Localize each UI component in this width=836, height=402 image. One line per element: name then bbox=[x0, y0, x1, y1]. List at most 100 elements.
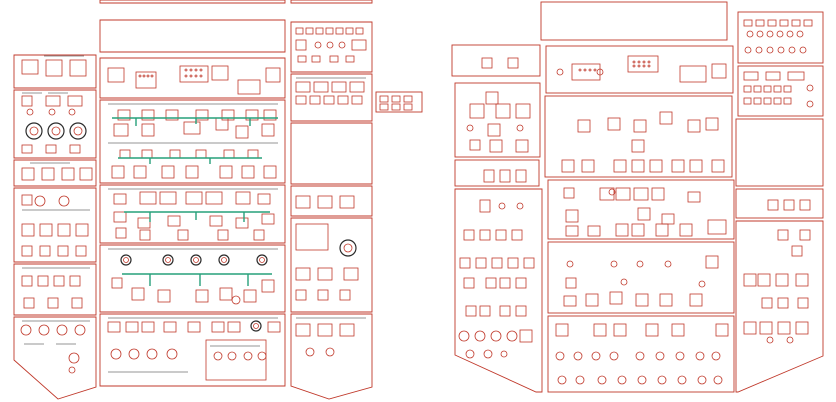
rotary-selector bbox=[490, 330, 502, 342]
rotary-selector bbox=[637, 375, 647, 385]
switch-button bbox=[159, 191, 177, 205]
knob-center bbox=[123, 257, 129, 263]
switch-button bbox=[635, 293, 649, 307]
rotary-selector bbox=[128, 348, 140, 360]
right-panel-5 bbox=[290, 217, 373, 313]
switch-button bbox=[139, 229, 151, 241]
switch-button bbox=[803, 19, 813, 27]
rotary-selector bbox=[556, 68, 564, 76]
rotary-selector bbox=[695, 351, 705, 361]
switch-button bbox=[21, 95, 33, 107]
knob-ring bbox=[25, 122, 43, 140]
switch-button bbox=[219, 165, 233, 179]
switch-button bbox=[753, 97, 762, 105]
switch-button bbox=[39, 245, 51, 257]
switch-button bbox=[21, 245, 33, 257]
r-left-panel-1 bbox=[451, 44, 541, 77]
rotary-selector bbox=[184, 68, 188, 72]
switch-button bbox=[69, 59, 87, 77]
switch-button bbox=[75, 223, 89, 237]
switch-button bbox=[235, 125, 249, 139]
switch-button bbox=[185, 165, 199, 179]
switch-button bbox=[613, 159, 627, 173]
r-center-panel-1 bbox=[545, 45, 734, 94]
knob-center bbox=[259, 257, 265, 263]
switch-button bbox=[349, 81, 365, 93]
bus-line bbox=[122, 273, 272, 286]
rotary-selector bbox=[755, 46, 763, 54]
left-column-bottom-panel bbox=[13, 316, 97, 400]
knob-ring bbox=[250, 320, 262, 332]
switch-button bbox=[379, 95, 389, 103]
switch-button bbox=[795, 273, 809, 287]
switch-button bbox=[649, 159, 663, 173]
switch-button bbox=[329, 55, 339, 63]
switch-button bbox=[267, 321, 281, 333]
switch-button bbox=[45, 144, 57, 154]
switch-button bbox=[111, 277, 123, 289]
rotary-selector bbox=[314, 41, 322, 49]
knobs bbox=[25, 122, 357, 332]
switch-button bbox=[655, 223, 669, 237]
switch-button bbox=[61, 167, 75, 181]
switch-button bbox=[743, 71, 759, 81]
rotary-selector bbox=[713, 375, 723, 385]
rotary-selector bbox=[458, 330, 470, 342]
knob-center bbox=[343, 243, 353, 253]
rotary-selector bbox=[194, 68, 198, 72]
switch-button bbox=[689, 159, 703, 173]
switch-button bbox=[761, 297, 773, 309]
switch-button bbox=[755, 19, 765, 27]
right-controls bbox=[458, 19, 814, 385]
knob-center bbox=[253, 323, 259, 329]
switch-button bbox=[479, 229, 491, 241]
switch-button bbox=[687, 119, 701, 133]
right-panel-2 bbox=[290, 73, 373, 122]
rotary-selector bbox=[500, 350, 508, 358]
switch-button bbox=[179, 65, 209, 83]
switch-button bbox=[21, 275, 33, 287]
rotary-selector bbox=[68, 366, 76, 374]
rotary-selector bbox=[766, 336, 774, 344]
switch-button bbox=[37, 275, 49, 287]
switch-button bbox=[295, 39, 307, 51]
rotary-selector bbox=[48, 108, 56, 116]
switch-button bbox=[671, 159, 685, 173]
switch-button bbox=[587, 225, 601, 237]
switch-button bbox=[519, 329, 533, 343]
switch-button bbox=[523, 257, 535, 269]
knob-center bbox=[193, 257, 199, 263]
switch-button bbox=[659, 293, 673, 307]
switch-button bbox=[261, 213, 275, 225]
sub-panel bbox=[205, 339, 267, 381]
switch-button bbox=[217, 229, 229, 241]
switch-button bbox=[315, 27, 324, 35]
switch-button bbox=[767, 19, 777, 27]
rotary-selector bbox=[58, 195, 70, 207]
switch-button bbox=[459, 257, 471, 269]
rotary-selector bbox=[756, 30, 764, 38]
switch-button bbox=[245, 109, 259, 121]
switch-button bbox=[659, 111, 673, 125]
rotary-selector bbox=[166, 348, 178, 360]
switch-button bbox=[265, 67, 281, 83]
switch-button bbox=[715, 323, 729, 337]
rotary-selector bbox=[38, 324, 50, 336]
switch-button bbox=[309, 95, 321, 105]
switch-button bbox=[205, 191, 223, 205]
switch-button bbox=[325, 27, 334, 35]
r-center-panel-5 bbox=[547, 315, 735, 393]
knob-center bbox=[51, 126, 61, 136]
switch-button bbox=[21, 194, 33, 206]
knob-ring bbox=[190, 254, 202, 266]
rotary-selector bbox=[305, 347, 315, 357]
switch-button bbox=[165, 109, 179, 121]
rotary-selector bbox=[642, 64, 646, 68]
rotary-selector bbox=[664, 260, 672, 268]
switch-button bbox=[21, 223, 35, 237]
rotary-selector bbox=[146, 74, 150, 78]
switch-button bbox=[561, 159, 575, 173]
rotary-selector bbox=[655, 351, 665, 361]
